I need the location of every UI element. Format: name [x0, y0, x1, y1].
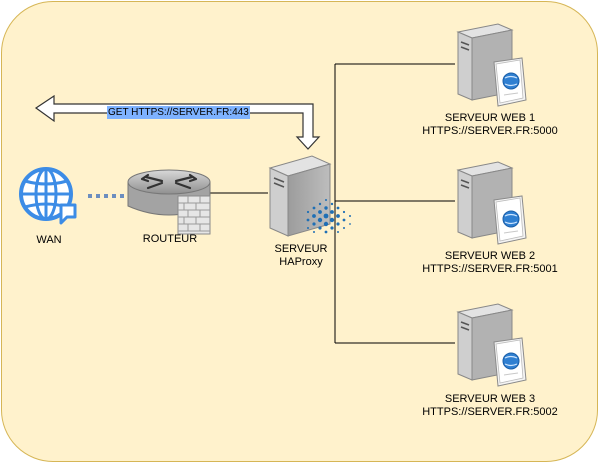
web-server-1-node[interactable] — [456, 22, 536, 110]
haproxy-label: SERVEUR HAProxy — [256, 243, 346, 269]
wan-node[interactable] — [17, 165, 79, 227]
web-server-2-name: SERVEUR WEB 2 — [444, 250, 536, 262]
web-server-2-label: SERVEUR WEB 2 HTTPS://SERVER.FR:5001 — [415, 250, 565, 276]
wan-label: WAN — [36, 234, 62, 246]
web-server-3-node[interactable] — [456, 302, 536, 390]
request-label: GET HTTPS://SERVER.FR:443 — [107, 106, 250, 119]
web-server-1-label: SERVEUR WEB 1 HTTPS://SERVER.FR:5000 — [415, 112, 565, 138]
haproxy-logo-icon — [306, 199, 351, 234]
web-server-2-node[interactable] — [456, 160, 536, 248]
web-server-3-label: SERVEUR WEB 3 HTTPS://SERVER.FR:5002 — [415, 393, 565, 419]
web-server-3-url: HTTPS://SERVER.FR:5002 — [422, 406, 558, 418]
web-server-1-url: HTTPS://SERVER.FR:5000 — [422, 125, 558, 137]
web-server-3-name: SERVEUR WEB 3 — [444, 393, 536, 405]
haproxy-label-line2: HAProxy — [279, 256, 323, 268]
haproxy-label-line1: SERVEUR — [274, 243, 328, 255]
haproxy-node[interactable] — [266, 154, 358, 244]
router-node[interactable] — [126, 168, 214, 236]
web-server-icon — [456, 303, 527, 387]
request-arrow — [34, 94, 321, 150]
router-icon — [127, 169, 211, 235]
web-server-icon — [456, 23, 527, 107]
web-server-icon — [456, 161, 527, 245]
firewall-icon — [177, 195, 211, 235]
web-server-2-url: HTTPS://SERVER.FR:5001 — [422, 263, 558, 275]
server-icon — [268, 155, 351, 237]
router-label: ROUTEUR — [142, 233, 198, 245]
web-server-1-name: SERVEUR WEB 1 — [444, 112, 536, 124]
globe-icon — [19, 167, 77, 225]
